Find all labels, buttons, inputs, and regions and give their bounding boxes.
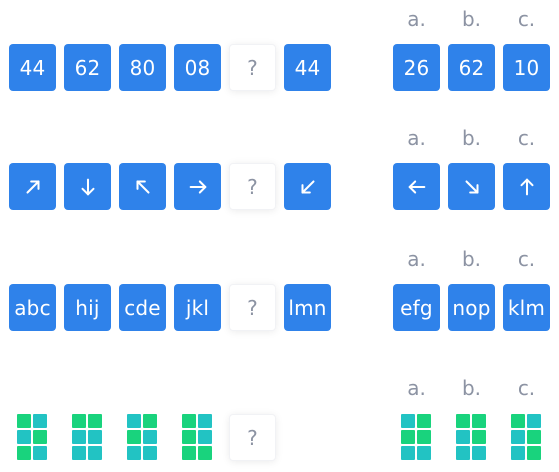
row4-sequence-grid-2-cell-4 — [88, 430, 102, 444]
row4-choice-a[interactable] — [401, 414, 431, 460]
row3-choice-a[interactable]: efg — [393, 284, 440, 331]
row4-choice-a-cell-5 — [401, 446, 415, 460]
arrow-right-icon — [189, 179, 206, 194]
arrow-down-icon — [80, 178, 95, 195]
row4-missing-tile[interactable]: ? — [229, 414, 276, 461]
arrow-left-icon — [408, 179, 425, 194]
row4-sequence-grid-4-cell-5 — [182, 446, 196, 460]
row2-sequence-tile-6 — [284, 163, 331, 210]
row3-sequence-tile-1: abc — [9, 284, 56, 331]
row1-sequence-tile-3: 80 — [119, 44, 166, 91]
row2-choice-label-b: b. — [461, 126, 482, 150]
row1-sequence-tile-6: 44 — [284, 44, 331, 91]
row4-sequence-grid-4-cell-2 — [198, 414, 212, 428]
row3-choice-label-a: a. — [407, 247, 426, 271]
row4-sequence-grid-2-cell-3 — [72, 430, 86, 444]
row1-missing-tile[interactable]: ? — [229, 44, 276, 91]
row4-choice-b-cell-4 — [472, 430, 486, 444]
row4-sequence-grid-1-cell-1 — [17, 414, 31, 428]
row3-sequence-tile-4: jkl — [174, 284, 221, 331]
row4-sequence-grid-1-cell-3 — [17, 430, 31, 444]
row4-sequence-grid-1-cell-6 — [33, 446, 47, 460]
row4-choice-a-cell-6 — [417, 446, 431, 460]
row2-sequence-tile-2 — [64, 163, 111, 210]
row1-choice-label-b: b. — [461, 7, 482, 31]
row1-sequence-tile-2: 62 — [64, 44, 111, 91]
row4-sequence-grid-2-cell-2 — [88, 414, 102, 428]
row4-sequence-grid-3-cell-1 — [127, 414, 141, 428]
row1-choice-a[interactable]: 26 — [393, 44, 440, 91]
row4-sequence-grid-3-cell-3 — [127, 430, 141, 444]
row4-sequence-grid-3 — [127, 414, 157, 460]
row4-choice-b[interactable] — [456, 414, 486, 460]
row3-choice-c[interactable]: klm — [503, 284, 550, 331]
row1-choice-label-a: a. — [407, 7, 426, 31]
row4-sequence-grid-4-cell-6 — [198, 446, 212, 460]
row2-sequence-tile-1 — [9, 163, 56, 210]
row3-choice-label-c: c. — [517, 247, 536, 271]
row4-choice-label-a: a. — [407, 376, 426, 400]
row2-missing-tile[interactable]: ? — [229, 163, 276, 210]
row4-sequence-grid-1-cell-4 — [33, 430, 47, 444]
row4-sequence-grid-4-cell-4 — [198, 430, 212, 444]
row1-sequence-tile-4: 08 — [174, 44, 221, 91]
row4-choice-label-c: c. — [517, 376, 536, 400]
row4-choice-label-b: b. — [461, 376, 482, 400]
row4-choice-b-cell-2 — [472, 414, 486, 428]
row4-choice-c-cell-2 — [527, 414, 541, 428]
row4-choice-c-cell-6 — [527, 446, 541, 460]
row4-choice-c-cell-5 — [511, 446, 525, 460]
row2-choice-label-c: c. — [517, 126, 536, 150]
row3-choice-b[interactable]: nop — [448, 284, 495, 331]
row1-choice-b[interactable]: 62 — [448, 44, 495, 91]
row1-choice-label-c: c. — [517, 7, 536, 31]
row4-sequence-grid-4-cell-3 — [182, 430, 196, 444]
row4-sequence-grid-2-cell-1 — [72, 414, 86, 428]
row4-choice-b-cell-1 — [456, 414, 470, 428]
row1-sequence-tile-1: 44 — [9, 44, 56, 91]
row2-choice-a[interactable] — [393, 163, 440, 210]
row4-sequence-grid-1-cell-2 — [33, 414, 47, 428]
row2-choice-b[interactable] — [448, 163, 495, 210]
row3-sequence-tile-6: lmn — [284, 284, 331, 331]
row1-choice-c[interactable]: 10 — [503, 44, 550, 91]
row4-sequence-grid-2-cell-5 — [72, 446, 86, 460]
row4-choice-a-cell-3 — [401, 430, 415, 444]
row4-choice-c-cell-1 — [511, 414, 525, 428]
row4-choice-b-cell-5 — [456, 446, 470, 460]
row3-missing-tile[interactable]: ? — [229, 284, 276, 331]
row4-sequence-grid-3-cell-4 — [143, 430, 157, 444]
row4-choice-b-cell-6 — [472, 446, 486, 460]
arrow-down-left-icon — [300, 179, 315, 194]
row4-sequence-grid-1 — [17, 414, 47, 460]
row3-choice-label-b: b. — [461, 247, 482, 271]
row4-choice-b-cell-3 — [456, 430, 470, 444]
row2-sequence-tile-3 — [119, 163, 166, 210]
row4-choice-c-cell-4 — [527, 430, 541, 444]
row4-sequence-grid-4-cell-1 — [182, 414, 196, 428]
arrow-up-right-icon — [25, 179, 40, 194]
row4-choice-a-cell-2 — [417, 414, 431, 428]
row4-sequence-grid-2-cell-6 — [88, 446, 102, 460]
row4-sequence-grid-3-cell-6 — [143, 446, 157, 460]
row2-choice-c[interactable] — [503, 163, 550, 210]
row4-choice-a-cell-4 — [417, 430, 431, 444]
row4-sequence-grid-1-cell-5 — [17, 446, 31, 460]
row4-sequence-grid-3-cell-5 — [127, 446, 141, 460]
row2-sequence-tile-4 — [174, 163, 221, 210]
row4-sequence-grid-4 — [182, 414, 212, 460]
row4-sequence-grid-3-cell-2 — [143, 414, 157, 428]
row3-sequence-tile-2: hij — [64, 284, 111, 331]
arrow-up-left-icon — [135, 179, 150, 194]
arrow-up-icon — [519, 178, 534, 195]
row2-choice-label-a: a. — [407, 126, 426, 150]
row4-choice-c-cell-3 — [511, 430, 525, 444]
arrow-down-right-icon — [464, 179, 479, 194]
row4-sequence-grid-2 — [72, 414, 102, 460]
row3-sequence-tile-3: cde — [119, 284, 166, 331]
row4-choice-c[interactable] — [511, 414, 541, 460]
row4-choice-a-cell-1 — [401, 414, 415, 428]
